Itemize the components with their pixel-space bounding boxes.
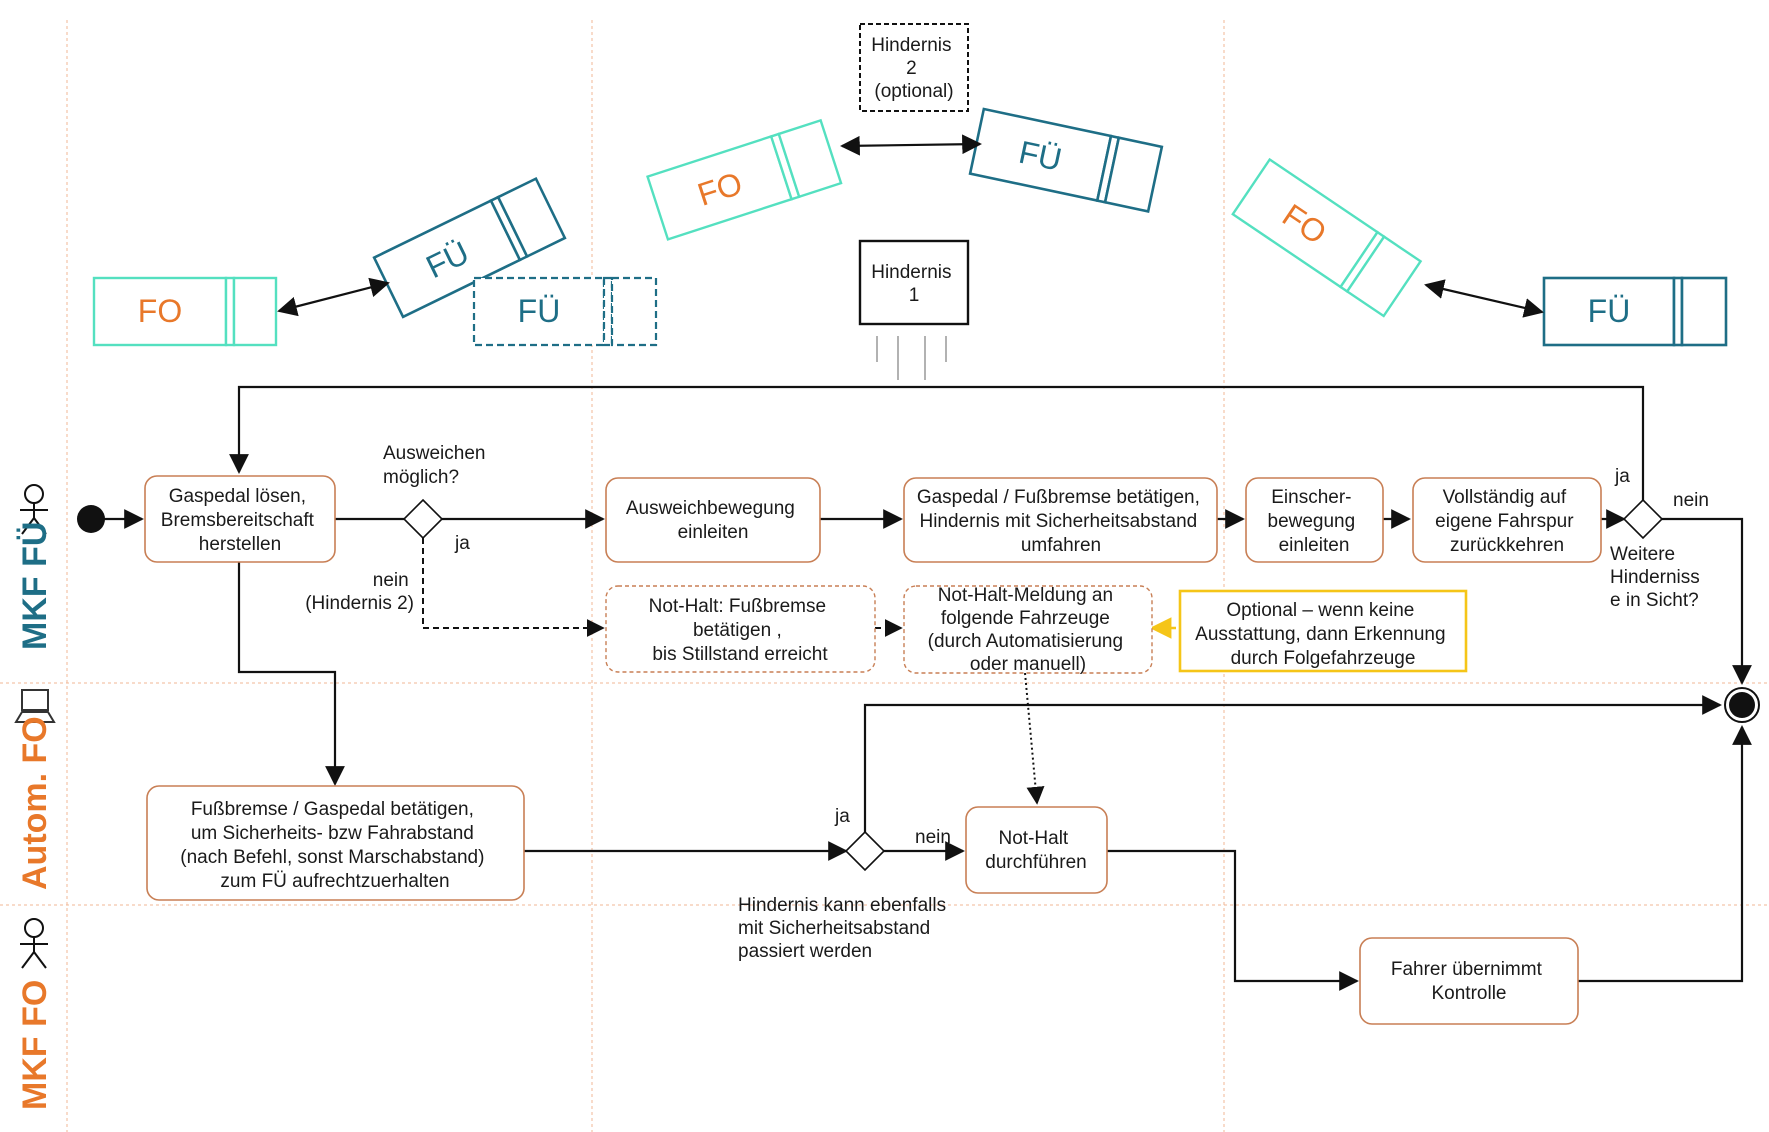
swimlane-grid	[0, 20, 1769, 1132]
vehicle-label-fu: FÜ	[518, 293, 561, 329]
decision-passieren-label: Hindernis kann ebenfalls mit Sicherheits…	[738, 895, 951, 962]
end-node	[1724, 687, 1760, 723]
edge-gaspedal-abstand	[237, 562, 345, 786]
svg-text:Gaspedal lösen, Bremsber: Gaspedal lösen, Bremsbereitschaft herste…	[161, 486, 319, 555]
obstacle-2-label: Hindernis 2 (optional)	[871, 35, 957, 102]
vehicle-fu-planned: FÜ	[472, 276, 658, 347]
svg-text:Vollständig auf eigene F: Vollständig auf eigene Fahrspur zurückke…	[1435, 487, 1579, 556]
distance-arrow	[840, 134, 982, 156]
node-meldung: Not-Halt-Meldung an folgende Fahrzeuge (…	[903, 585, 1153, 675]
edge-ja-end	[863, 695, 1722, 832]
actor-icon	[20, 484, 48, 535]
obstacle-marker-lines	[876, 336, 947, 380]
svg-text:Ausweichbewegung einleit: Ausweichbewegung einleiten	[626, 498, 800, 543]
decision-ausweichen-label: Ausweichen möglich?	[383, 443, 491, 488]
decision-weitere-hindernisse	[1622, 498, 1664, 540]
vehicle-label-fu: FÜ	[1588, 293, 1631, 329]
edge-label-nein: nein	[915, 827, 951, 848]
edge-label-nein: nein	[1673, 490, 1709, 511]
edge-label-nein-hindernis2: nein (Hindernis 2)	[305, 570, 414, 614]
svg-text:Gaspedal / Fußbremse betätigen: Gaspedal / Fußbremse betätigen, Hinderni…	[917, 487, 1205, 556]
edges	[100, 385, 1752, 991]
vehicle-fu: FÜ	[1542, 276, 1728, 347]
scenario-phase-2: FO FÜ	[646, 107, 1164, 241]
decision-weitere-label: Weitere Hinderniss e in Sicht?	[1610, 544, 1705, 611]
node-fahrer: Fahrer übernimmt Kontrolle	[1359, 937, 1579, 1025]
svg-text:Not-Halt: Fußbremse betä: Not-Halt: Fußbremse betätigen , bis Stil…	[649, 596, 832, 665]
svg-text:Fußbremse / Gaspedal betätigen: Fußbremse / Gaspedal betätigen, um Siche…	[180, 799, 489, 892]
actor-icon	[20, 918, 48, 969]
svg-text:Not-Halt-Meldung an folg: Not-Halt-Meldung an folgende Fahrzeuge (…	[928, 585, 1129, 675]
svg-text:Einscher- bewegung: Einscher- bewegung einleiten	[1268, 487, 1361, 556]
lane-title-mkf-fo: MKF FO	[16, 980, 54, 1110]
lane-header-autom-fo: Autom. FO	[14, 689, 56, 890]
scenario-phase-3: FO FÜ	[1231, 157, 1728, 347]
node-zurueck: Vollständig auf eigene Fahrspur zurückke…	[1412, 477, 1602, 563]
decision-passieren	[844, 830, 886, 872]
node-abstand: Fußbremse / Gaspedal betätigen, um Siche…	[146, 785, 525, 901]
edge-fahrer-end	[1578, 725, 1752, 983]
svg-text:Optional – wenn keine Au: Optional – wenn keine Ausstattung, dann …	[1195, 600, 1451, 669]
svg-text:Not-Halt durchführen: Not-Halt durchführen	[985, 828, 1086, 873]
node-gaspedal: Gaspedal lösen, Bremsbereitschaft herste…	[144, 475, 336, 563]
vehicle-fo-rotated: FO	[646, 118, 843, 241]
vehicle-fo: FO	[92, 276, 278, 347]
vehicle-fo-rotated: FO	[1231, 157, 1423, 318]
vehicle-fu-rotated: FÜ	[968, 107, 1164, 213]
distance-arrow	[1424, 279, 1544, 318]
vehicle-label-fu: FÜ	[1016, 134, 1065, 178]
computer-icon	[14, 689, 56, 723]
edge-nein-end	[1662, 517, 1752, 685]
edge-meldung-nothalt-fo	[1024, 672, 1045, 805]
obstacle-2: Hindernis 2 (optional)	[859, 23, 969, 112]
edge-label-ja: ja	[1614, 466, 1630, 487]
obstacle-1: Hindernis 1	[858, 239, 970, 380]
edge-label-ja: ja	[834, 806, 850, 827]
lane-title-autom-fo: Autom. FO	[16, 716, 54, 890]
edge-label-ja: ja	[454, 533, 470, 554]
lane-header-mkf-fo: MKF FO	[16, 918, 54, 1110]
edge-ja-loop	[229, 385, 1645, 500]
node-ausweichbewegung: Ausweichbewegung einleiten	[605, 477, 821, 563]
obstacle-1-label: Hindernis 1	[871, 262, 957, 306]
edge-nein-nothalt	[422, 538, 605, 637]
distance-arrow	[277, 277, 390, 317]
node-einscher: Einscher- bewegung einleiten	[1245, 477, 1384, 563]
lane-title-mkf-fu: MKF FÜ	[16, 522, 54, 650]
start-node	[77, 505, 105, 533]
scenario-phase-1: FO FÜ FÜ	[92, 176, 658, 347]
note-optional: Optional – wenn keine Ausstattung, dann …	[1178, 589, 1468, 673]
node-nothalt-fu: Not-Halt: Fußbremse betätigen , bis Stil…	[605, 585, 876, 673]
vehicle-fu-rotated: FÜ	[372, 176, 567, 319]
vehicle-label-fo: FO	[138, 293, 182, 329]
edge-nothalt-fahrer	[1107, 849, 1359, 991]
node-umfahren: Gaspedal / Fußbremse betätigen, Hinderni…	[903, 477, 1218, 563]
lane-header-mkf-fu: MKF FÜ	[16, 484, 54, 650]
svg-text:Fahrer übernimmt Kontrol: Fahrer übernimmt Kontrolle	[1391, 959, 1547, 1004]
node-nothalt-fo: Not-Halt durchführen	[965, 806, 1108, 894]
decision-ausweichen	[402, 498, 444, 540]
